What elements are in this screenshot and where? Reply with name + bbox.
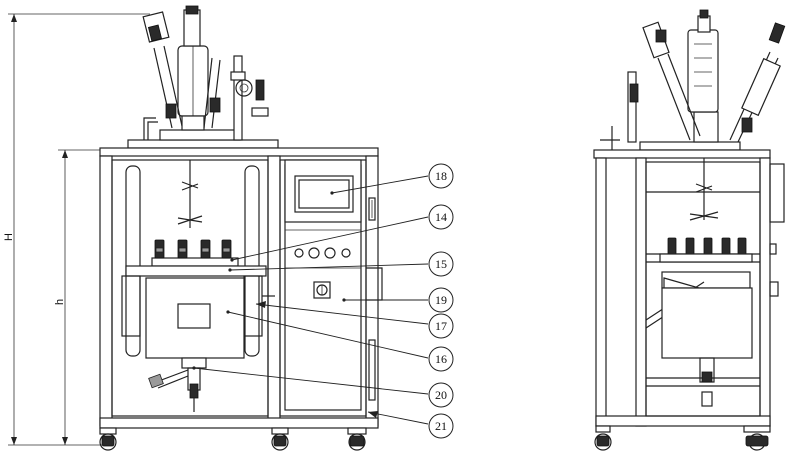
front-view bbox=[99, 5, 383, 451]
main-switch bbox=[313, 281, 331, 299]
callout-16: 16 bbox=[428, 346, 454, 372]
callout-21: 21 bbox=[428, 413, 454, 439]
display-screen bbox=[294, 175, 354, 213]
side-heating-jacket bbox=[661, 287, 753, 359]
svg-text:18: 18 bbox=[435, 169, 447, 183]
clamp-tray bbox=[151, 257, 239, 267]
side-view bbox=[593, 9, 786, 451]
sample-bottles bbox=[154, 239, 232, 259]
dimension-h-overall: H bbox=[3, 13, 150, 446]
dimension-h-body: h bbox=[54, 149, 110, 445]
control-knob-4 bbox=[341, 248, 351, 258]
heating-jacket bbox=[145, 277, 245, 359]
reactor-head-assembly bbox=[142, 5, 269, 141]
side-reactor-head bbox=[600, 9, 786, 150]
callout-19: 19 bbox=[428, 287, 454, 313]
side-casters bbox=[594, 425, 771, 451]
callout-15: 15 bbox=[428, 251, 454, 277]
callout-20: 20 bbox=[428, 382, 454, 408]
callout-18: 18 bbox=[428, 163, 454, 189]
callout-17: 17 bbox=[428, 313, 454, 339]
side-sample-bottles bbox=[667, 237, 747, 255]
svg-text:21: 21 bbox=[435, 419, 447, 433]
svg-text:17: 17 bbox=[435, 319, 447, 333]
control-knob-2 bbox=[308, 247, 320, 259]
side-bracket-left bbox=[121, 275, 141, 337]
control-knob-1 bbox=[294, 248, 304, 258]
callout-14: 14 bbox=[428, 204, 454, 230]
svg-text:19: 19 bbox=[435, 293, 447, 307]
dimension-label-h: h bbox=[54, 299, 66, 305]
lifting-plate bbox=[125, 265, 267, 277]
dimension-label-H: H bbox=[3, 233, 15, 241]
control-knob-3 bbox=[324, 247, 336, 259]
svg-text:15: 15 bbox=[435, 257, 447, 271]
callout-leaders bbox=[192, 175, 429, 425]
front-casters bbox=[99, 427, 367, 451]
svg-text:14: 14 bbox=[435, 210, 447, 224]
svg-text:20: 20 bbox=[435, 388, 447, 402]
pressure-gauge bbox=[235, 79, 253, 97]
svg-text:16: 16 bbox=[435, 352, 447, 366]
